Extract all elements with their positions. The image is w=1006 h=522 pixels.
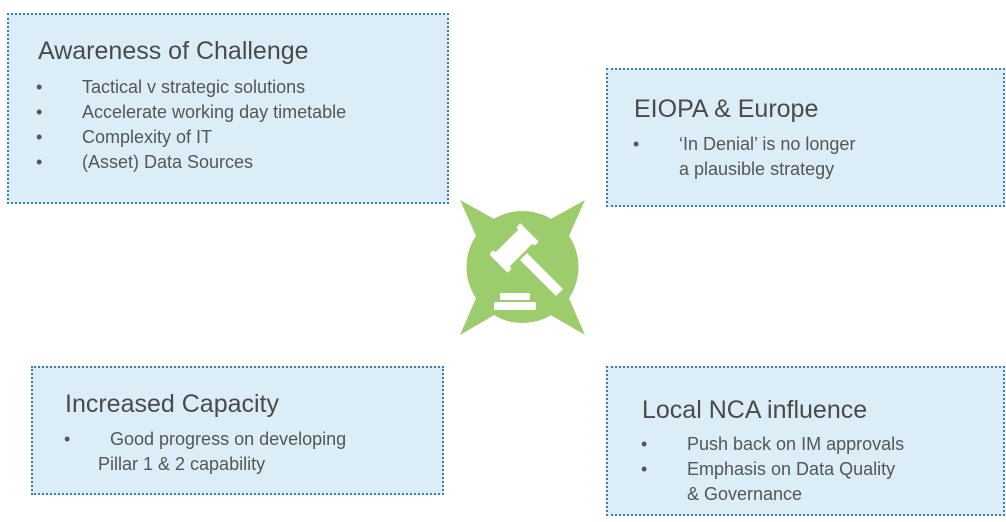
bullet-list: • Tactical v strategic solutions • Acceler…	[36, 75, 346, 175]
box-title: Increased Capacity	[65, 390, 280, 418]
bullet-list: • ‘In Denial’ is no longer a plausible str…	[633, 132, 855, 182]
box-local-nca-influence: Local NCA influence • Push back on IM app…	[606, 366, 1005, 516]
bullet-dot: •	[641, 434, 648, 454]
box-eiopa-europe: EIOPA & Europe • ‘In Denial’ is no longer…	[606, 68, 1005, 207]
bullet-text: Tactical v strategic solutions	[82, 77, 306, 97]
gavel-icon	[460, 200, 585, 335]
bullet-text: Push back on IM approvals	[687, 434, 905, 454]
bullet-text-continuation: & Governance	[687, 484, 803, 504]
bullet-text: ‘In Denial’ is no longer	[679, 134, 856, 154]
bullet-dot: •	[633, 134, 640, 154]
bullet-item: • Accelerate working day timetable	[36, 100, 346, 125]
box-increased-capacity: Increased Capacity • Good progress on dev…	[31, 366, 444, 495]
bullet-item: • (Asset) Data Sources	[36, 150, 346, 175]
bullet-text-continuation: a plausible strategy	[679, 159, 835, 179]
bullet-dot: •	[36, 102, 43, 122]
bullet-item: • Complexity of IT	[36, 125, 346, 150]
bullet-text: Accelerate working day timetable	[82, 102, 347, 122]
bullet-text: Emphasis on Data Quality	[687, 459, 896, 479]
bullet-dot: •	[36, 152, 43, 172]
box-title: Local NCA influence	[642, 396, 868, 424]
icon-badge-circle	[466, 211, 579, 323]
box-title: EIOPA & Europe	[634, 95, 819, 123]
bullet-dot: •	[64, 429, 71, 449]
bullet-dot: •	[36, 77, 43, 97]
bullet-text-continuation: Pillar 1 & 2 capability	[98, 454, 266, 474]
bullet-text: Complexity of IT	[82, 127, 213, 147]
box-awareness-of-challenge: Awareness of Challenge • Tactical v strat…	[7, 13, 449, 204]
bullet-item: • Emphasis on Data Quality & Governance	[641, 457, 904, 507]
bullet-item: • Push back on IM approvals	[641, 432, 904, 457]
bullet-list: • Push back on IM approvals • Emphasis on …	[641, 432, 904, 507]
bullet-item: • ‘In Denial’ is no longer a plausible str…	[633, 132, 855, 182]
bullet-text: Good progress on developing	[110, 429, 347, 449]
box-title: Awareness of Challenge	[38, 37, 309, 65]
gavel-glyph	[489, 223, 563, 310]
bullet-text: (Asset) Data Sources	[82, 152, 254, 172]
bullet-dot: •	[641, 459, 648, 479]
bullet-item: • Tactical v strategic solutions	[36, 75, 346, 100]
bullet-dot: •	[36, 127, 43, 147]
